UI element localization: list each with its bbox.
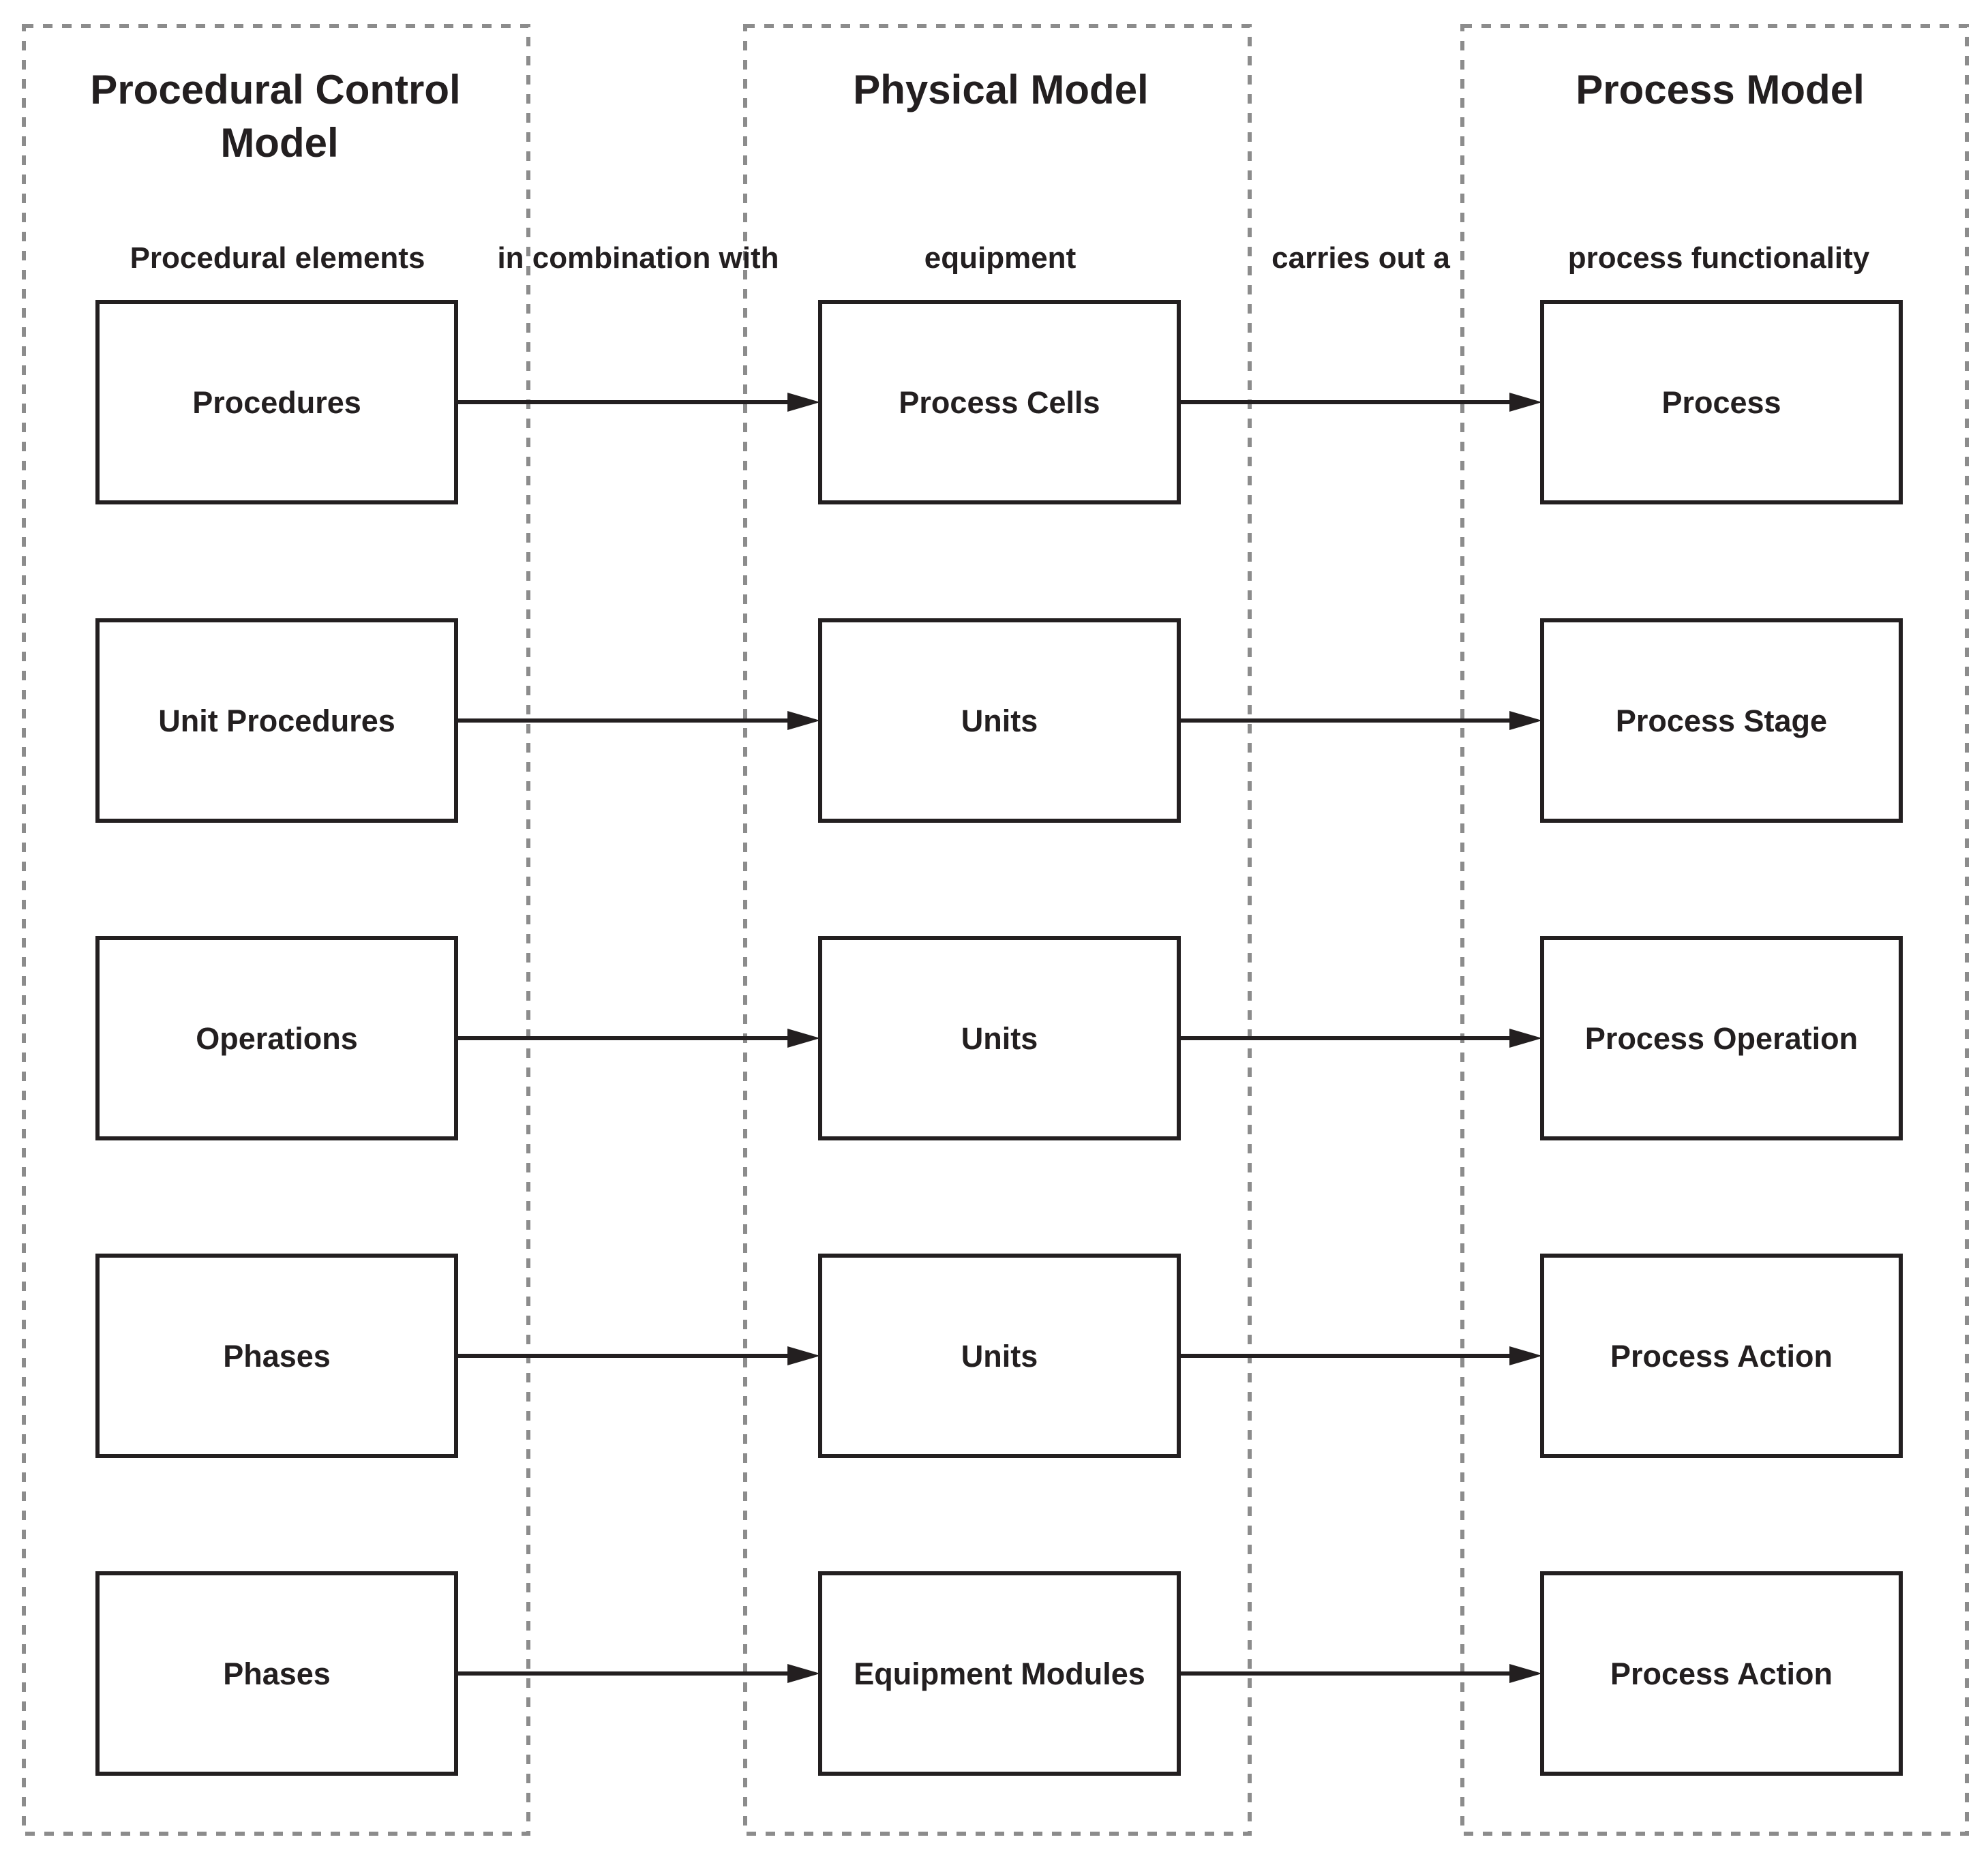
procedural-box-label-2: Unit Procedures xyxy=(158,703,395,738)
equipment-header: equipment xyxy=(924,241,1076,275)
arrow-physical-to-process-4 xyxy=(1179,1346,1542,1365)
arrow-procedural-to-physical-4-head xyxy=(787,1346,820,1365)
arrow-physical-to-process-2-head xyxy=(1509,711,1542,730)
arrow-physical-to-process-4-head xyxy=(1509,1346,1542,1365)
process-box-frame-3 xyxy=(1540,936,1903,1140)
arrow-physical-to-process-3 xyxy=(1179,1029,1542,1048)
arrow-procedural-to-physical-1 xyxy=(456,393,820,412)
physical-model-group xyxy=(743,24,1252,1836)
process-box-label-2: Process Stage xyxy=(1616,703,1827,738)
arrow-physical-to-process-1-head xyxy=(1509,393,1542,412)
procedural-control-group xyxy=(22,24,530,1836)
procedural-box-frame-4 xyxy=(95,1254,458,1458)
arrow-procedural-to-physical-5-head xyxy=(787,1664,820,1683)
procedural-box-frame-1 xyxy=(95,300,458,504)
physical-box-frame-2 xyxy=(818,618,1181,823)
arrow-procedural-to-physical-3-head xyxy=(787,1029,820,1048)
procedural-control-title-line-2: Model xyxy=(220,120,338,166)
process-box-label-3: Process Operation xyxy=(1585,1021,1858,1056)
physical-box-frame-3 xyxy=(818,936,1181,1140)
process-model-group xyxy=(1460,24,1969,1836)
physical-box-1: Process Cells xyxy=(818,300,1181,504)
physical-box-4: Units xyxy=(818,1254,1181,1458)
procedural-box-frame-5 xyxy=(95,1571,458,1776)
physical-box-label-3: Units xyxy=(961,1021,1038,1056)
procedural-box-1: Procedures xyxy=(95,300,458,504)
process-box-frame-2 xyxy=(1540,618,1903,823)
procedural-box-frame-2 xyxy=(95,618,458,823)
procedural-box-label-3: Operations xyxy=(196,1021,358,1056)
arrow-procedural-to-physical-2 xyxy=(456,711,820,730)
process-box-4: Process Action xyxy=(1540,1254,1903,1458)
arrow-physical-to-process-1 xyxy=(1179,393,1542,412)
process-functionality-header: process functionality xyxy=(1568,241,1870,275)
relation-carries-out-a: carries out a xyxy=(1271,241,1450,275)
physical-box-label-1: Process Cells xyxy=(899,385,1100,420)
procedural-box-label-4: Phases xyxy=(223,1339,331,1374)
process-box-5: Process Action xyxy=(1540,1571,1903,1776)
process-model-title: Process Model xyxy=(1576,67,1865,112)
process-box-2: Process Stage xyxy=(1540,618,1903,823)
procedural-box-label-1: Procedures xyxy=(192,385,361,420)
process-box-frame-5 xyxy=(1540,1571,1903,1776)
process-box-3: Process Operation xyxy=(1540,936,1903,1140)
arrow-physical-to-process-5-head xyxy=(1509,1664,1542,1683)
physical-box-frame-1 xyxy=(818,300,1181,504)
arrow-physical-to-process-5 xyxy=(1179,1664,1542,1683)
physical-box-label-5: Equipment Modules xyxy=(854,1656,1145,1691)
physical-model-title: Physical Model xyxy=(853,67,1148,112)
procedural-box-frame-3 xyxy=(95,936,458,1140)
procedural-box-label-5: Phases xyxy=(223,1656,331,1691)
procedural-control-title-line-1: Procedural Control xyxy=(90,67,460,112)
arrow-physical-to-process-2 xyxy=(1179,711,1542,730)
process-box-frame-1 xyxy=(1540,300,1903,504)
arrow-procedural-to-physical-3 xyxy=(456,1029,820,1048)
procedural-box-4: Phases xyxy=(95,1254,458,1458)
process-box-1: Process xyxy=(1540,300,1903,504)
arrow-procedural-to-physical-2-head xyxy=(787,711,820,730)
physical-box-5: Equipment Modules xyxy=(818,1571,1181,1776)
physical-box-3: Units xyxy=(818,936,1181,1140)
arrow-procedural-to-physical-5 xyxy=(456,1664,820,1683)
physical-box-frame-5 xyxy=(818,1571,1181,1776)
physical-box-2: Units xyxy=(818,618,1181,823)
process-box-label-4: Process Action xyxy=(1610,1339,1833,1374)
physical-box-label-2: Units xyxy=(961,703,1038,738)
process-box-label-5: Process Action xyxy=(1610,1656,1833,1691)
procedural-elements-header: Procedural elements xyxy=(130,241,425,275)
procedural-box-2: Unit Procedures xyxy=(95,618,458,823)
procedural-box-3: Operations xyxy=(95,936,458,1140)
arrow-physical-to-process-3-head xyxy=(1509,1029,1542,1048)
physical-box-frame-4 xyxy=(818,1254,1181,1458)
arrow-procedural-to-physical-4 xyxy=(456,1346,820,1365)
arrow-procedural-to-physical-1-head xyxy=(787,393,820,412)
physical-box-label-4: Units xyxy=(961,1339,1038,1374)
process-box-label-1: Process xyxy=(1661,385,1781,420)
process-box-frame-4 xyxy=(1540,1254,1903,1458)
relation-in-combination-with: in combination with xyxy=(497,241,779,275)
procedural-box-5: Phases xyxy=(95,1571,458,1776)
